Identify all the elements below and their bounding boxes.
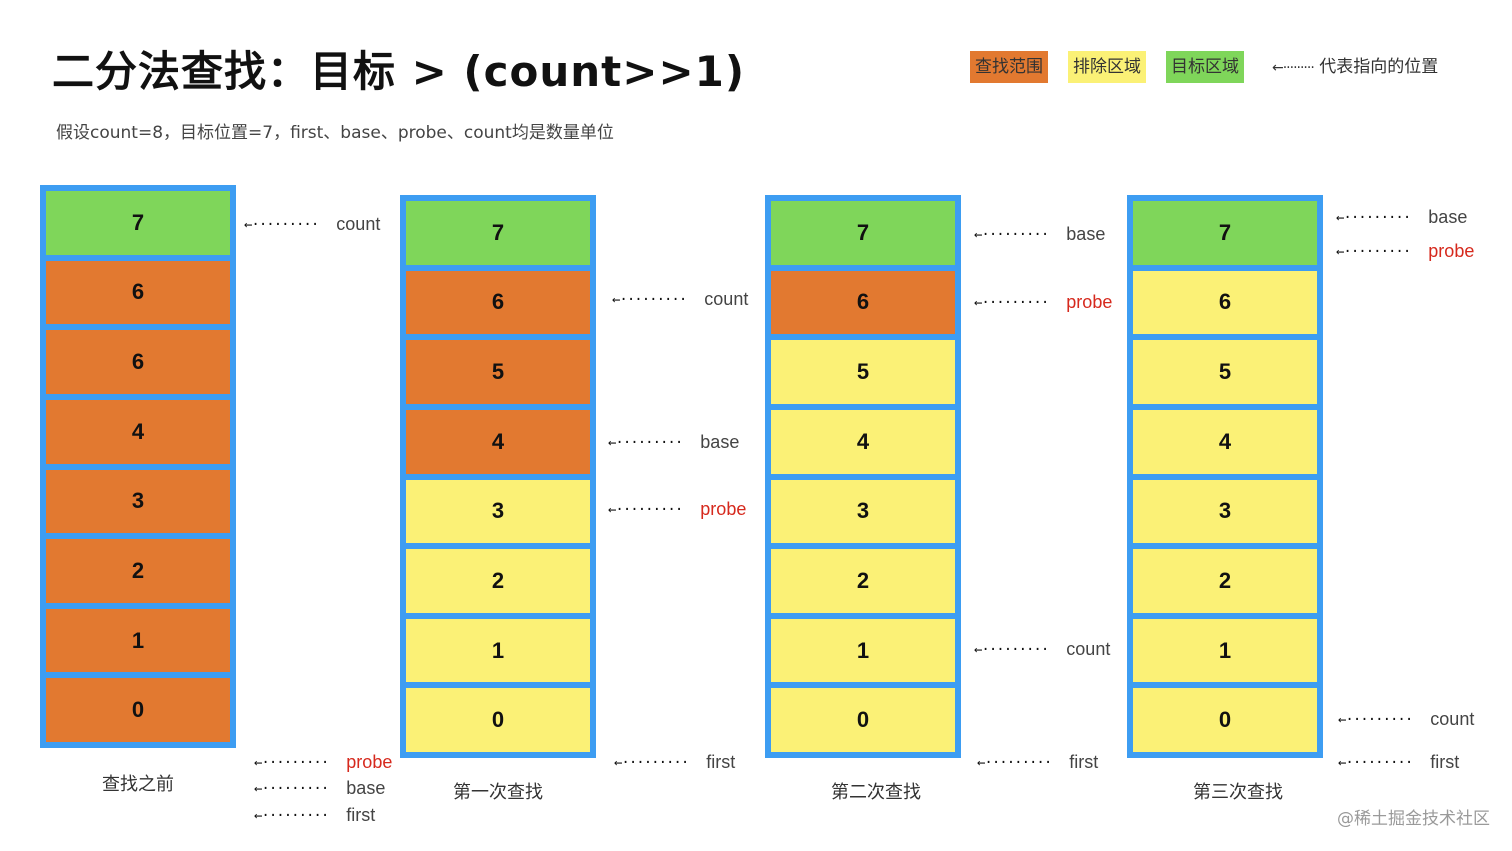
array-cell: 6 bbox=[771, 270, 955, 335]
pointer-label: base bbox=[1066, 224, 1106, 244]
array-cell: 1 bbox=[771, 618, 955, 683]
dotted-arrow-icon: ←········· bbox=[1338, 711, 1413, 728]
legend-pointer: ←········· 代表指向的位置 bbox=[1272, 55, 1438, 80]
watermark: @稀土掘金技术社区 bbox=[1337, 809, 1490, 829]
array-cell: 3 bbox=[771, 479, 955, 544]
pointer-label: first bbox=[346, 805, 376, 825]
dotted-arrow-icon: ←········· bbox=[974, 641, 1049, 658]
array-cell: 4 bbox=[406, 409, 590, 474]
pointer-first: ←········· first bbox=[254, 805, 375, 826]
array-column-first-search: 7 6 5 4 3 2 1 0 bbox=[400, 195, 596, 758]
column-caption-second-search: 第二次查找 bbox=[831, 782, 921, 803]
dotted-arrow-icon: ←········· bbox=[608, 434, 683, 451]
array-cell: 3 bbox=[1133, 479, 1317, 544]
dotted-arrow-icon: ←········· bbox=[254, 807, 329, 824]
array-cell: 3 bbox=[46, 469, 230, 534]
pointer-base: ←········· base bbox=[1336, 207, 1467, 228]
dotted-arrow-icon: ←········· bbox=[608, 501, 683, 518]
column-caption-third-search: 第三次查找 bbox=[1193, 782, 1283, 803]
pointer-label: count bbox=[1066, 639, 1111, 659]
dotted-arrow-icon: ←········· bbox=[1338, 754, 1413, 771]
dotted-arrow-icon: ←········· bbox=[974, 294, 1049, 311]
pointer-probe: ←········· probe bbox=[1336, 241, 1474, 262]
dotted-arrow-icon: ←········· bbox=[974, 226, 1049, 243]
array-cell: 7 bbox=[1133, 201, 1317, 265]
legend-pointer-label: 代表指向的位置 bbox=[1319, 57, 1439, 77]
array-cell: 4 bbox=[1133, 409, 1317, 474]
array-cell: 0 bbox=[406, 688, 590, 752]
array-cell: 6 bbox=[46, 260, 230, 325]
pointer-base: ←········· base bbox=[608, 432, 739, 453]
legend-excluded-area: 排除区域 bbox=[1068, 51, 1146, 83]
array-cell: 2 bbox=[46, 539, 230, 603]
array-cell: 6 bbox=[406, 270, 590, 335]
pointer-label: probe bbox=[700, 499, 747, 519]
pointer-first: ←········· first bbox=[614, 752, 735, 773]
pointer-probe: ←········· probe bbox=[254, 752, 392, 773]
array-cell: 5 bbox=[1133, 340, 1317, 404]
pointer-label: count bbox=[704, 289, 749, 309]
pointer-count: ←········· count bbox=[1338, 709, 1474, 730]
dotted-arrow-icon: ←········· bbox=[614, 754, 689, 771]
pointer-label: probe bbox=[346, 752, 393, 772]
pointer-label: count bbox=[1430, 709, 1475, 729]
array-cell: 5 bbox=[771, 340, 955, 404]
array-cell: 2 bbox=[406, 549, 590, 613]
pointer-label: first bbox=[706, 752, 736, 772]
dotted-arrow-icon: ←········· bbox=[1336, 243, 1411, 260]
dotted-arrow-icon: ←········· bbox=[254, 754, 329, 771]
pointer-probe: ←········· probe bbox=[608, 499, 746, 520]
array-cell: 4 bbox=[46, 399, 230, 464]
column-caption-before: 查找之前 bbox=[102, 774, 174, 795]
array-cell: 7 bbox=[406, 201, 590, 265]
pointer-label: first bbox=[1430, 752, 1460, 772]
legend-target-area: 目标区域 bbox=[1166, 51, 1244, 83]
array-cell: 2 bbox=[771, 549, 955, 613]
pointer-label: probe bbox=[1428, 241, 1475, 261]
array-cell: 3 bbox=[406, 479, 590, 544]
array-cell: 0 bbox=[1133, 688, 1317, 752]
dotted-arrow-icon: ←········· bbox=[1336, 209, 1411, 226]
pointer-count: ←········· count bbox=[244, 214, 380, 235]
pointer-first: ←········· first bbox=[1338, 752, 1459, 773]
array-column-second-search: 7 6 5 4 3 2 1 0 bbox=[765, 195, 961, 758]
pointer-label: count bbox=[336, 214, 381, 234]
array-column-third-search: 7 6 5 4 3 2 1 0 bbox=[1127, 195, 1323, 758]
array-cell: 4 bbox=[771, 409, 955, 474]
array-cell: 7 bbox=[46, 191, 230, 255]
page-subtitle: 假设count=8，目标位置=7，first、base、probe、count均… bbox=[56, 123, 614, 143]
pointer-label: base bbox=[346, 778, 386, 798]
array-cell: 0 bbox=[46, 678, 230, 742]
dotted-arrow-icon: ←········· bbox=[254, 780, 329, 797]
pointer-probe: ←········· probe bbox=[974, 292, 1112, 313]
pointer-first: ←········· first bbox=[977, 752, 1098, 773]
array-cell: 6 bbox=[1133, 270, 1317, 335]
array-cell: 2 bbox=[1133, 549, 1317, 613]
pointer-label: probe bbox=[1066, 292, 1113, 312]
pointer-base: ←········· base bbox=[974, 224, 1105, 245]
page-title: 二分法查找：目标 > (count>>1) bbox=[52, 47, 746, 96]
array-cell: 1 bbox=[46, 608, 230, 673]
array-cell: 0 bbox=[771, 688, 955, 752]
legend-search-range: 查找范围 bbox=[970, 51, 1048, 83]
column-caption-first-search: 第一次查找 bbox=[453, 782, 543, 803]
dotted-arrow-icon: ←········· bbox=[244, 216, 319, 233]
array-cell: 5 bbox=[406, 340, 590, 404]
dotted-arrow-icon: ←········· bbox=[977, 754, 1052, 771]
pointer-label: base bbox=[700, 432, 740, 452]
pointer-base: ←········· base bbox=[254, 778, 385, 799]
dotted-arrow-icon: ←········· bbox=[612, 291, 687, 308]
array-cell: 1 bbox=[1133, 618, 1317, 683]
pointer-label: first bbox=[1069, 752, 1099, 772]
array-column-before: 7 6 6 4 3 2 1 0 bbox=[40, 185, 236, 748]
dotted-arrow-icon: ←········· bbox=[1272, 60, 1315, 76]
pointer-count: ←········· count bbox=[974, 639, 1110, 660]
pointer-count: ←········· count bbox=[612, 289, 748, 310]
array-cell: 6 bbox=[46, 330, 230, 394]
pointer-label: base bbox=[1428, 207, 1468, 227]
array-cell: 7 bbox=[771, 201, 955, 265]
array-cell: 1 bbox=[406, 618, 590, 683]
